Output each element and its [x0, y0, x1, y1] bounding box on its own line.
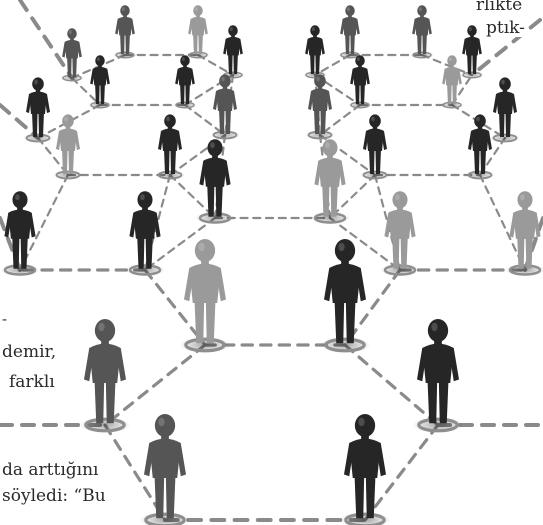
connection-line — [328, 216, 402, 272]
network-nodes — [0, 51, 543, 525]
person-figure — [184, 238, 226, 344]
person-figure — [412, 5, 432, 55]
connection-line — [318, 103, 362, 137]
person-figure — [468, 114, 492, 174]
node-ring — [462, 71, 482, 79]
person-figure — [340, 5, 360, 55]
person-figure — [509, 191, 541, 269]
node-ring — [313, 212, 347, 224]
connection-line — [143, 216, 217, 272]
node-ring — [307, 130, 333, 140]
text-fragment: farklı — [9, 372, 55, 392]
node-ring — [90, 101, 110, 109]
node-ring — [128, 264, 162, 276]
node-ring — [350, 101, 370, 109]
node-ring — [467, 170, 493, 180]
node-ring — [115, 51, 135, 59]
person-figure — [56, 114, 80, 174]
person-figure — [158, 114, 182, 174]
person-figure — [493, 77, 517, 137]
person-figure — [344, 413, 386, 519]
person-figure — [350, 55, 370, 105]
person-figure — [62, 28, 82, 78]
people-figures — [4, 5, 541, 519]
connection-line — [103, 423, 167, 522]
connection-line — [183, 103, 227, 137]
person-figure — [199, 139, 231, 217]
node-ring — [508, 264, 542, 276]
person-figure — [442, 55, 462, 105]
node-ring — [157, 170, 183, 180]
person-figure — [84, 318, 126, 424]
node-ring — [324, 337, 366, 353]
connection-line — [183, 73, 235, 107]
node-ring — [492, 133, 518, 143]
node-ring — [175, 101, 195, 109]
connection-line — [18, 0, 74, 80]
connection-line — [313, 53, 352, 77]
node-ring — [442, 101, 462, 109]
node-ring — [184, 337, 226, 353]
connection-line — [103, 343, 207, 427]
connection-line — [420, 53, 474, 77]
person-figure — [175, 55, 195, 105]
node-ring — [144, 512, 186, 525]
connection-line — [470, 18, 542, 77]
connection-line — [18, 173, 70, 272]
connection-line — [363, 423, 440, 522]
node-ring — [383, 264, 417, 276]
text-fragment: - — [2, 310, 8, 328]
connection-line — [196, 53, 235, 77]
person-figure — [213, 74, 237, 134]
person-figure — [26, 77, 50, 137]
connection-line — [36, 103, 102, 140]
person-figure — [417, 318, 459, 424]
node-ring — [212, 130, 238, 140]
node-ring — [84, 417, 126, 433]
connection-line — [328, 173, 377, 220]
text-fragment: söyledi: “Bu — [2, 486, 106, 506]
text-fragment: rlikte — [476, 0, 523, 14]
text-fragment: da arttığını — [2, 460, 99, 480]
node-ring — [198, 212, 232, 224]
person-figure — [4, 191, 36, 269]
node-ring — [62, 74, 82, 82]
node-ring — [340, 51, 360, 59]
person-figure — [384, 191, 416, 269]
person-figure — [144, 413, 186, 519]
connection-line — [478, 173, 527, 272]
node-ring — [188, 51, 208, 59]
person-figure — [308, 74, 332, 134]
person-figure — [115, 5, 135, 55]
person-figure — [324, 238, 366, 344]
node-ring — [55, 170, 81, 180]
connection-line — [318, 133, 377, 177]
person-figure — [129, 191, 161, 269]
person-figure — [462, 25, 482, 75]
connection-line — [313, 73, 362, 107]
connection-line — [168, 173, 217, 220]
node-ring — [412, 51, 432, 59]
connection-line — [70, 76, 102, 107]
connection-line — [343, 343, 440, 427]
text-fragment: ptık- — [486, 18, 525, 38]
node-ring — [344, 512, 386, 525]
text-fragment: demir, — [2, 342, 57, 362]
connection-line — [143, 268, 207, 347]
person-figure — [314, 139, 346, 217]
person-figure — [305, 25, 325, 75]
person-figure — [188, 5, 208, 55]
connection-line — [0, 103, 40, 140]
node-ring — [3, 264, 37, 276]
person-figure — [363, 114, 387, 174]
node-ring — [25, 133, 51, 143]
person-figure — [223, 25, 243, 75]
person-figure — [90, 55, 110, 105]
node-ring — [417, 417, 459, 433]
node-ring — [362, 170, 388, 180]
